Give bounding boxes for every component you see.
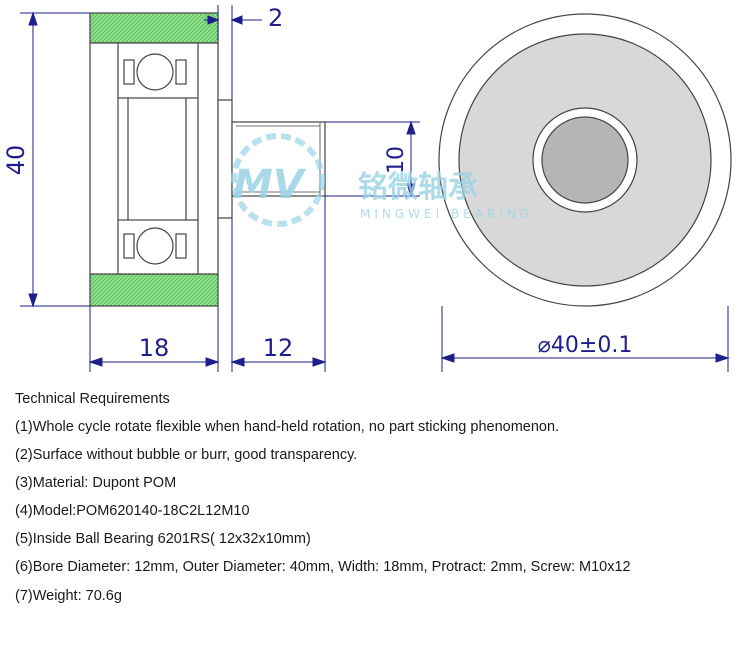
pom-bottom-section — [89, 273, 219, 307]
dim-outer-diameter: ⌀40±0.1 — [538, 333, 633, 358]
requirement-item-4: (4)Model:POM620140-18C2L12M10 — [15, 503, 250, 519]
watermark-brand-en: MINGWEI BEARING — [360, 207, 533, 221]
bearing-ball-top — [136, 53, 174, 91]
watermark: MV 铭微轴承 MINGWEI BEARING — [231, 133, 533, 227]
dim-shaft-diameter: 10 — [384, 146, 409, 174]
dim-outer-height: 40 — [2, 145, 30, 176]
requirements-heading: Technical Requirements — [15, 391, 170, 407]
watermark-brand-cn: 铭微轴承 — [358, 170, 478, 205]
dim-protract: 2 — [268, 4, 283, 32]
pom-top-section — [89, 12, 219, 44]
requirement-item-6: (6)Bore Diameter: 12mm, Outer Diameter: … — [15, 559, 631, 575]
bearing-ball-bottom — [136, 227, 174, 265]
requirement-item-2: (2)Surface without bubble or burr, good … — [15, 447, 358, 463]
protrusion — [217, 99, 233, 219]
dim-width: 18 — [139, 334, 170, 362]
dimension-lines — [20, 5, 730, 372]
side-section-view — [89, 12, 326, 307]
requirement-item-1: (1)Whole cycle rotate flexible when hand… — [15, 419, 560, 435]
screw-shaft — [231, 121, 326, 197]
requirement-item-5: (5)Inside Ball Bearing 6201RS( 12x32x10m… — [15, 531, 311, 547]
requirement-item-3: (3)Material: Dupont POM — [15, 475, 177, 491]
dim-screw-length: 12 — [263, 334, 294, 362]
requirement-item-7: (7)Weight: 70.6g — [15, 588, 122, 604]
watermark-logo: MV — [233, 162, 307, 208]
front-view — [438, 13, 732, 307]
technical-drawing: 2 40 10 18 12 ⌀40±0.1 MV 铭微轴承 MINGWEI BE… — [2, 4, 732, 372]
bore-circle — [541, 116, 629, 204]
